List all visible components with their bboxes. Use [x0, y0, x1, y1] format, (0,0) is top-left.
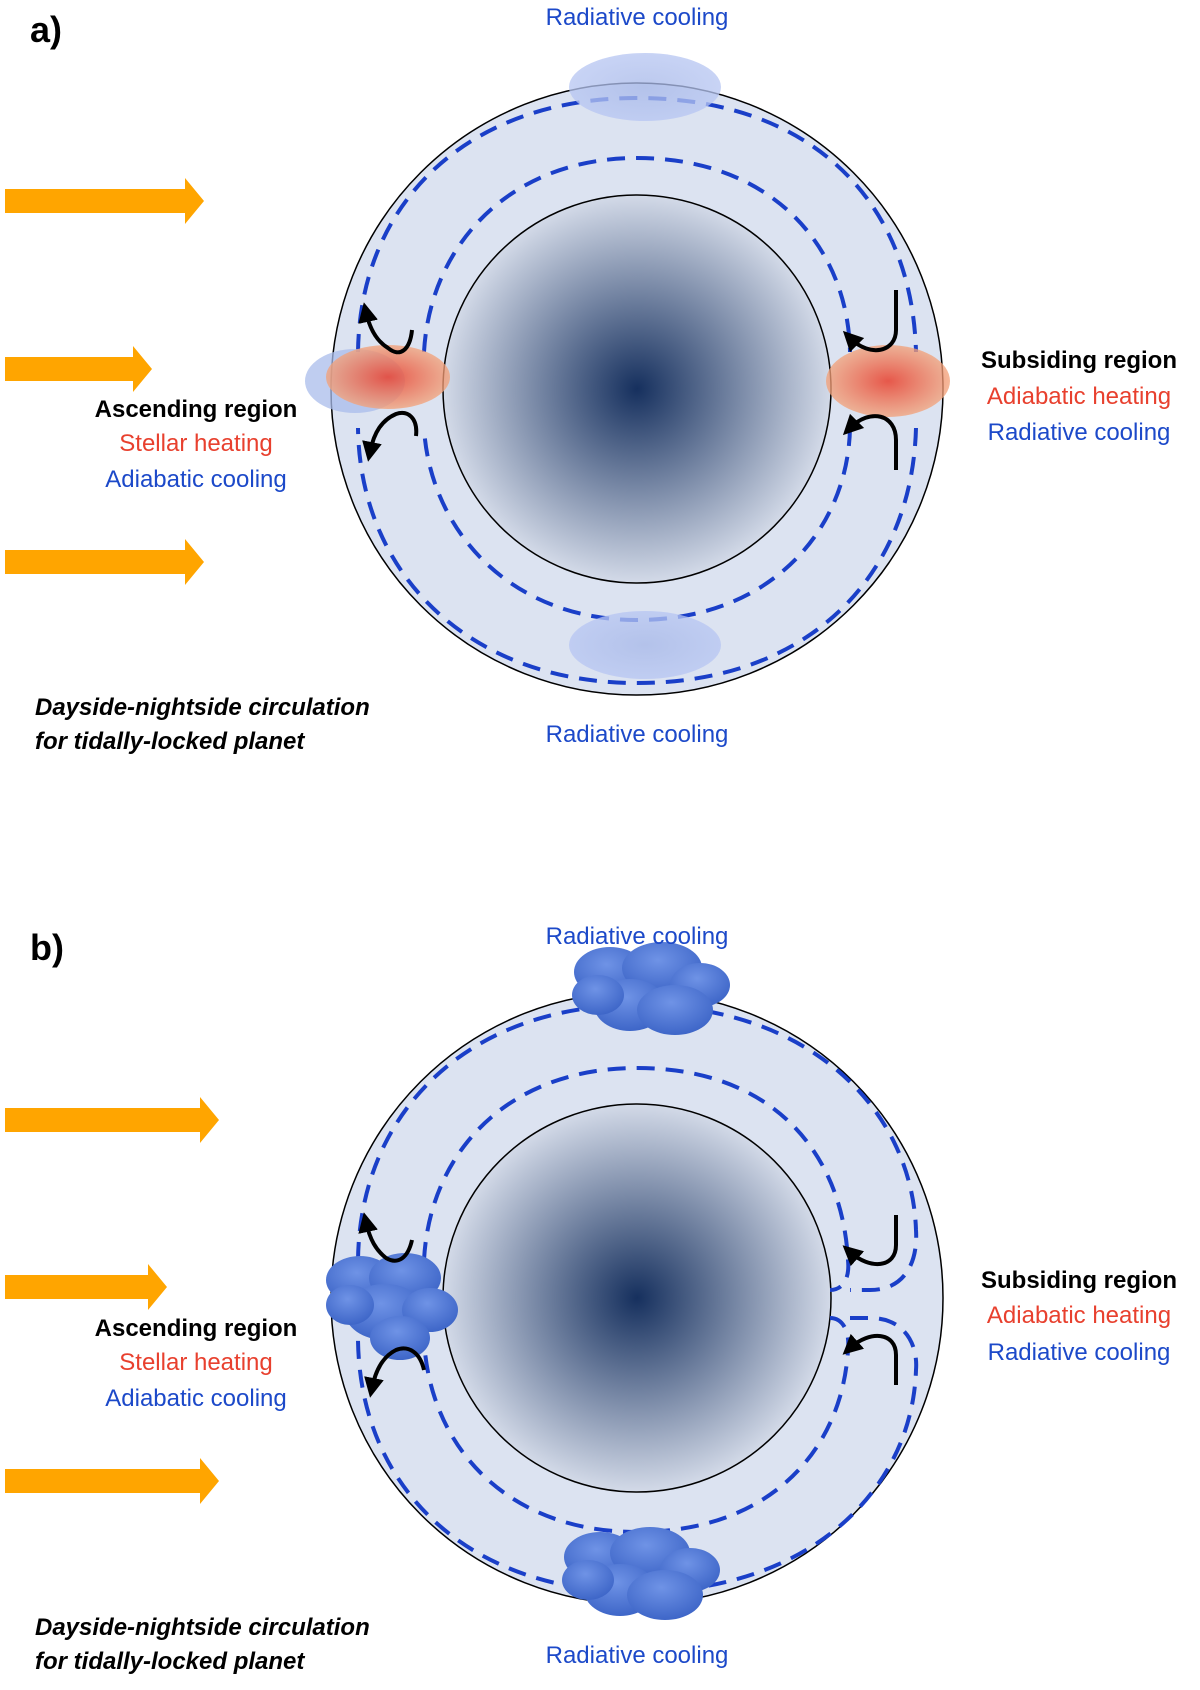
sunlight-arrow: [5, 178, 204, 224]
planet-core: [442, 1103, 832, 1493]
sunlight-arrow: [5, 539, 204, 585]
panel-label: b): [30, 927, 64, 968]
subsiding-cooling: Radiative cooling: [988, 419, 1171, 446]
subsiding-flow-arrows: [842, 1215, 898, 1385]
top-cooling-label: Radiative cooling: [546, 4, 729, 31]
ascending-title: Ascending region: [95, 396, 298, 423]
ascending-heating: Stellar heating: [119, 1349, 272, 1376]
ascending-arrow-up: [358, 302, 414, 355]
sunlight-arrow: [5, 1097, 219, 1143]
cooling-region-top: [569, 53, 721, 121]
panel-a: a) Radiative coo: [5, 4, 1177, 755]
subsiding-arrow-bottom: [842, 1333, 898, 1385]
cloud-puff: [637, 985, 713, 1035]
bottom-cooling-label: Radiative cooling: [546, 1642, 729, 1669]
cloud-puff: [562, 1560, 614, 1600]
ascending-heating: Stellar heating: [119, 430, 272, 457]
sunlight-arrows: [5, 1097, 219, 1504]
cloud-puff: [627, 1570, 703, 1620]
subsiding-heating: Adiabatic heating: [987, 383, 1171, 410]
ascending-title: Ascending region: [95, 1315, 298, 1342]
sunlight-arrow: [5, 1264, 167, 1310]
ascending-arrow-down: [362, 411, 419, 462]
caption-line-2: for tidally-locked planet: [35, 1648, 305, 1675]
subsiding-flow-arrows: [842, 290, 898, 470]
sunlight-arrow: [5, 1458, 219, 1504]
cloud-puff: [572, 975, 624, 1015]
subsiding-arrow-top: [842, 290, 898, 353]
bottom-cooling-label: Radiative cooling: [546, 721, 729, 748]
ascending-flow-arrows: [358, 1212, 426, 1398]
top-cooling-label: Radiative cooling: [546, 923, 729, 950]
subsiding-arrow-top: [842, 1215, 898, 1267]
ascending-flow-arrows: [358, 302, 419, 462]
subsiding-title: Subsiding region: [981, 347, 1177, 374]
cloud-left: [326, 1253, 458, 1360]
subsiding-cooling: Radiative cooling: [988, 1339, 1171, 1366]
sunlight-arrows: [5, 178, 204, 585]
cloud-puff: [326, 1285, 374, 1325]
ascending-cooling: Adiabatic cooling: [105, 1385, 286, 1412]
outer-circulation-path: [356, 1002, 919, 1595]
caption-line-1: Dayside-nightside circulation: [35, 1614, 370, 1641]
subsiding-heating: Adiabatic heating: [987, 1302, 1171, 1329]
heating-region-right: [826, 345, 950, 417]
caption-line-2: for tidally-locked planet: [35, 728, 305, 755]
subsiding-title: Subsiding region: [981, 1267, 1177, 1294]
caption-line-1: Dayside-nightside circulation: [35, 694, 370, 721]
planet-core: [442, 194, 832, 584]
subsiding-arrow-bottom: [842, 413, 898, 470]
cloud-puff: [370, 1316, 430, 1360]
cloud-top: [572, 942, 730, 1035]
ascending-arrow-up: [358, 1212, 414, 1263]
sunlight-arrow: [5, 346, 152, 392]
cloud-bottom: [562, 1527, 720, 1620]
heating-region-left: [326, 345, 450, 409]
ascending-arrow-down: [364, 1346, 426, 1398]
panel-label: a): [30, 9, 62, 50]
ascending-cooling: Adiabatic cooling: [105, 466, 286, 493]
cooling-region-bottom: [569, 611, 721, 679]
panel-b: b): [5, 923, 1177, 1675]
